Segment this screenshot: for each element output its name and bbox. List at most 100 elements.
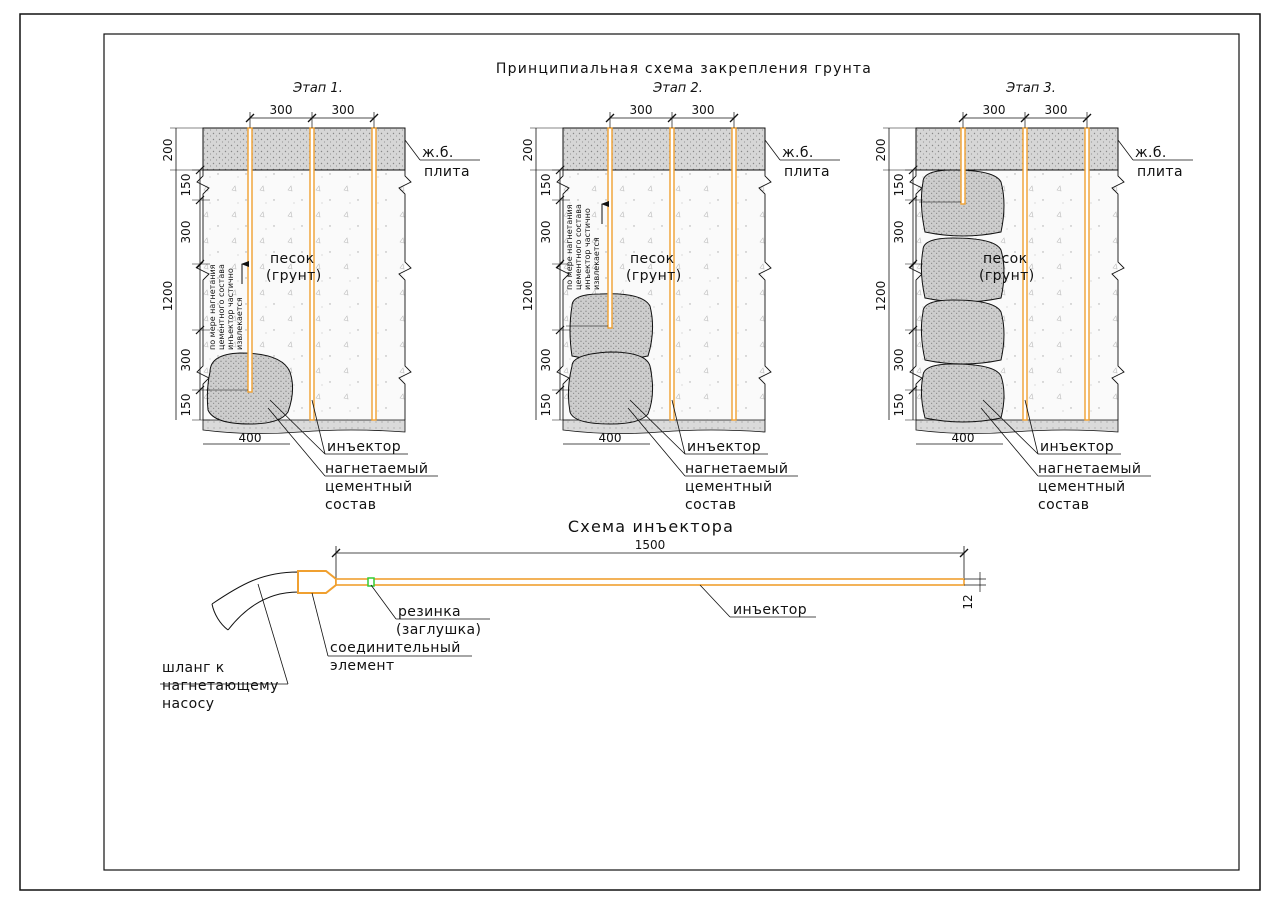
injector-leader-2 xyxy=(982,399,1039,455)
injector-3 xyxy=(731,127,737,421)
note-line2: цементного состава xyxy=(217,264,226,350)
spacing-tick-2 xyxy=(307,113,317,123)
note-line3: инъектор частично xyxy=(583,208,592,290)
connector-element xyxy=(297,570,337,594)
note-line1: по мере нагнетания xyxy=(208,264,217,350)
chain-tick-4 xyxy=(555,325,565,335)
chain-value-5: 150 xyxy=(539,394,553,417)
slab-leader xyxy=(764,139,781,161)
hose-label-line2: нагнетающему xyxy=(162,678,279,694)
sand-label-line2: (грунт) xyxy=(979,268,1035,284)
spacing-tick-3 xyxy=(729,113,739,123)
bulb-width-value: 400 xyxy=(599,431,622,445)
left-break-line xyxy=(556,170,570,420)
chain-value-2: 300 xyxy=(539,221,553,244)
chain-tick-4 xyxy=(195,325,205,335)
sand-label-line1: песок xyxy=(983,251,1028,267)
hose-label-line3: насосу xyxy=(162,696,214,712)
sand-label-line1: песок xyxy=(270,251,315,267)
injector-3 xyxy=(371,127,377,421)
injector-label: инъектор xyxy=(327,439,401,455)
chain-tick-2 xyxy=(555,195,565,205)
rubber-label-line2: (заглушка) xyxy=(396,622,481,638)
right-break-line xyxy=(1111,170,1125,420)
chain-tick-3 xyxy=(195,259,205,269)
note-line2: цементного состава xyxy=(574,204,583,290)
left-break-line xyxy=(909,170,923,420)
chain-tick-3 xyxy=(555,259,565,269)
slab-label-line1: ж.б. xyxy=(1135,145,1167,161)
stage-title: Этап 3. xyxy=(1005,81,1056,96)
diameter-value: 12 xyxy=(961,594,975,609)
sand-label-line2: (грунт) xyxy=(266,268,322,284)
grout-bulb-lower xyxy=(567,351,654,425)
injector-label: инъектор xyxy=(733,602,807,618)
grout-label-line1: нагнетаемый xyxy=(325,461,428,477)
grout-bulb-4 xyxy=(920,363,1005,423)
chain-tick-5 xyxy=(908,385,918,395)
injector-label: инъектор xyxy=(1040,439,1114,455)
rubber-plug xyxy=(367,577,375,587)
connector-label-line2: элемент xyxy=(330,658,395,674)
main-title: Принципиальная схема закрепления грунта xyxy=(496,61,872,77)
length-tick-left xyxy=(331,548,341,558)
sand-label-line1: песок xyxy=(630,251,675,267)
slab-label-line1: ж.б. xyxy=(422,145,454,161)
grout-leader xyxy=(627,407,686,477)
injector-label: инъектор xyxy=(687,439,761,455)
stage-title: Этап 2. xyxy=(652,81,703,96)
slab-dim-value: 200 xyxy=(161,139,175,162)
right-break-line xyxy=(758,170,772,420)
grout-label-line3: состав xyxy=(685,497,736,513)
connector-leader xyxy=(311,592,329,657)
grout-label-line1: нагнетаемый xyxy=(685,461,788,477)
grout-label-line2: цементный xyxy=(685,479,773,495)
spacing-tick-3 xyxy=(369,113,379,123)
spacing-tick-1 xyxy=(605,113,615,123)
spacing-tick-1 xyxy=(245,113,255,123)
note-line4: извлекается xyxy=(235,297,244,350)
slab-dim-value: 200 xyxy=(874,139,888,162)
grout-bulb-3 xyxy=(920,299,1005,365)
grout-leader xyxy=(267,407,326,477)
length-dimension-value: 1500 xyxy=(635,538,666,552)
spacing-value-2: 300 xyxy=(332,103,355,117)
note-line3: инъектор частично xyxy=(226,268,235,350)
chain-value-4: 300 xyxy=(179,349,193,372)
hose-label-line1: шланг к xyxy=(162,660,225,676)
rubber-leader xyxy=(370,584,397,620)
spacing-value-1: 300 xyxy=(630,103,653,117)
injector-scheme-title: Схема инъектора xyxy=(568,517,734,536)
slab-label-line2: плита xyxy=(424,164,470,180)
chain-value-1: 150 xyxy=(179,174,193,197)
spacing-tick-2 xyxy=(1020,113,1030,123)
chain-tick-3 xyxy=(908,259,918,269)
injector-leader xyxy=(311,399,326,455)
chain-tick-2 xyxy=(908,195,918,205)
spacing-tick-1 xyxy=(958,113,968,123)
note-line1: по мере нагнетания xyxy=(565,204,574,290)
chain-value-2: 300 xyxy=(179,221,193,244)
chain-value-1: 150 xyxy=(539,174,553,197)
grout-label-line1: нагнетаемый xyxy=(1038,461,1141,477)
total-dim-value: 1200 xyxy=(161,281,175,312)
chain-tick-1 xyxy=(555,165,565,175)
injector-leader xyxy=(1024,399,1039,455)
hose-end-curve xyxy=(211,603,229,631)
chain-tick-5 xyxy=(195,385,205,395)
right-break-line xyxy=(398,170,412,420)
injector-scheme: Схема инъектора 1500 12 резинка (заглушк… xyxy=(160,517,986,712)
rubber-label-line1: резинка xyxy=(398,604,461,620)
chain-value-5: 150 xyxy=(179,394,193,417)
injector-leader-2 xyxy=(629,399,686,455)
chain-value-4: 300 xyxy=(892,349,906,372)
chain-tick-5 xyxy=(555,385,565,395)
spacing-value-2: 300 xyxy=(1045,103,1068,117)
spacing-value-1: 300 xyxy=(983,103,1006,117)
base-layer xyxy=(915,419,1119,434)
